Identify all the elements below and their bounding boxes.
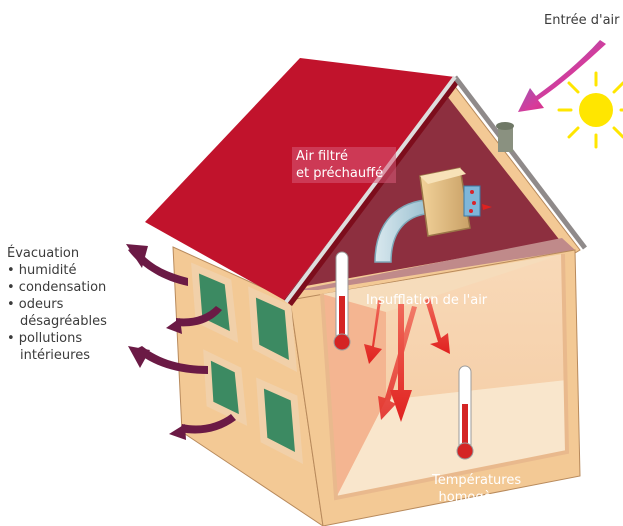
evacuation-item: • condensation: [7, 280, 107, 295]
windows: [191, 262, 304, 464]
insufflation-label: Insufflation de l'air: [366, 293, 488, 308]
ventilation-unit-icon: [419, 167, 481, 237]
window: [256, 377, 304, 464]
interior-back-wall: [386, 254, 567, 400]
house: [145, 58, 587, 526]
evacuation-item: • odeurs: [7, 297, 64, 312]
chimney-vent-icon: [496, 122, 514, 152]
sun-icon: [557, 71, 623, 149]
cut-edge: [320, 253, 570, 501]
thermometer-icon: [333, 251, 351, 351]
temperatures-label-line2: homogènes: [438, 490, 515, 505]
evacuation-item: intérieures: [20, 348, 90, 363]
inlet-arrow: [482, 204, 492, 210]
interior-floor: [336, 380, 567, 498]
roof-edge-left: [284, 75, 457, 304]
evacuation-item: • pollutions: [7, 331, 83, 346]
evacuation-item: désagréables: [20, 314, 107, 329]
air-inlet-arrow: [518, 40, 606, 112]
temperatures-label-line1: Températures: [432, 473, 522, 488]
temperatures-label: Températures homogènes: [432, 472, 521, 506]
window: [203, 349, 248, 426]
evacuation-arrows: [126, 244, 236, 440]
roof-edge-right: [453, 75, 587, 250]
evacuation-item: • humidité: [7, 263, 77, 278]
evacuation-title: Évacuation: [7, 246, 80, 261]
filtered-air-label-line1: Air filtré: [296, 149, 348, 164]
attic-floor: [298, 238, 575, 290]
air-inlet-label: Entrée d'air: [544, 13, 620, 28]
evacuation-list: Évacuation • humidité • condensation • o…: [7, 245, 107, 364]
window: [248, 286, 298, 373]
filtered-air-label: Air filtré et préchauffé: [292, 147, 396, 183]
insufflation-arrows: [364, 298, 450, 422]
thermometer-icon: [456, 365, 474, 460]
filtered-air-label-line2: et préchauffé: [296, 166, 384, 181]
